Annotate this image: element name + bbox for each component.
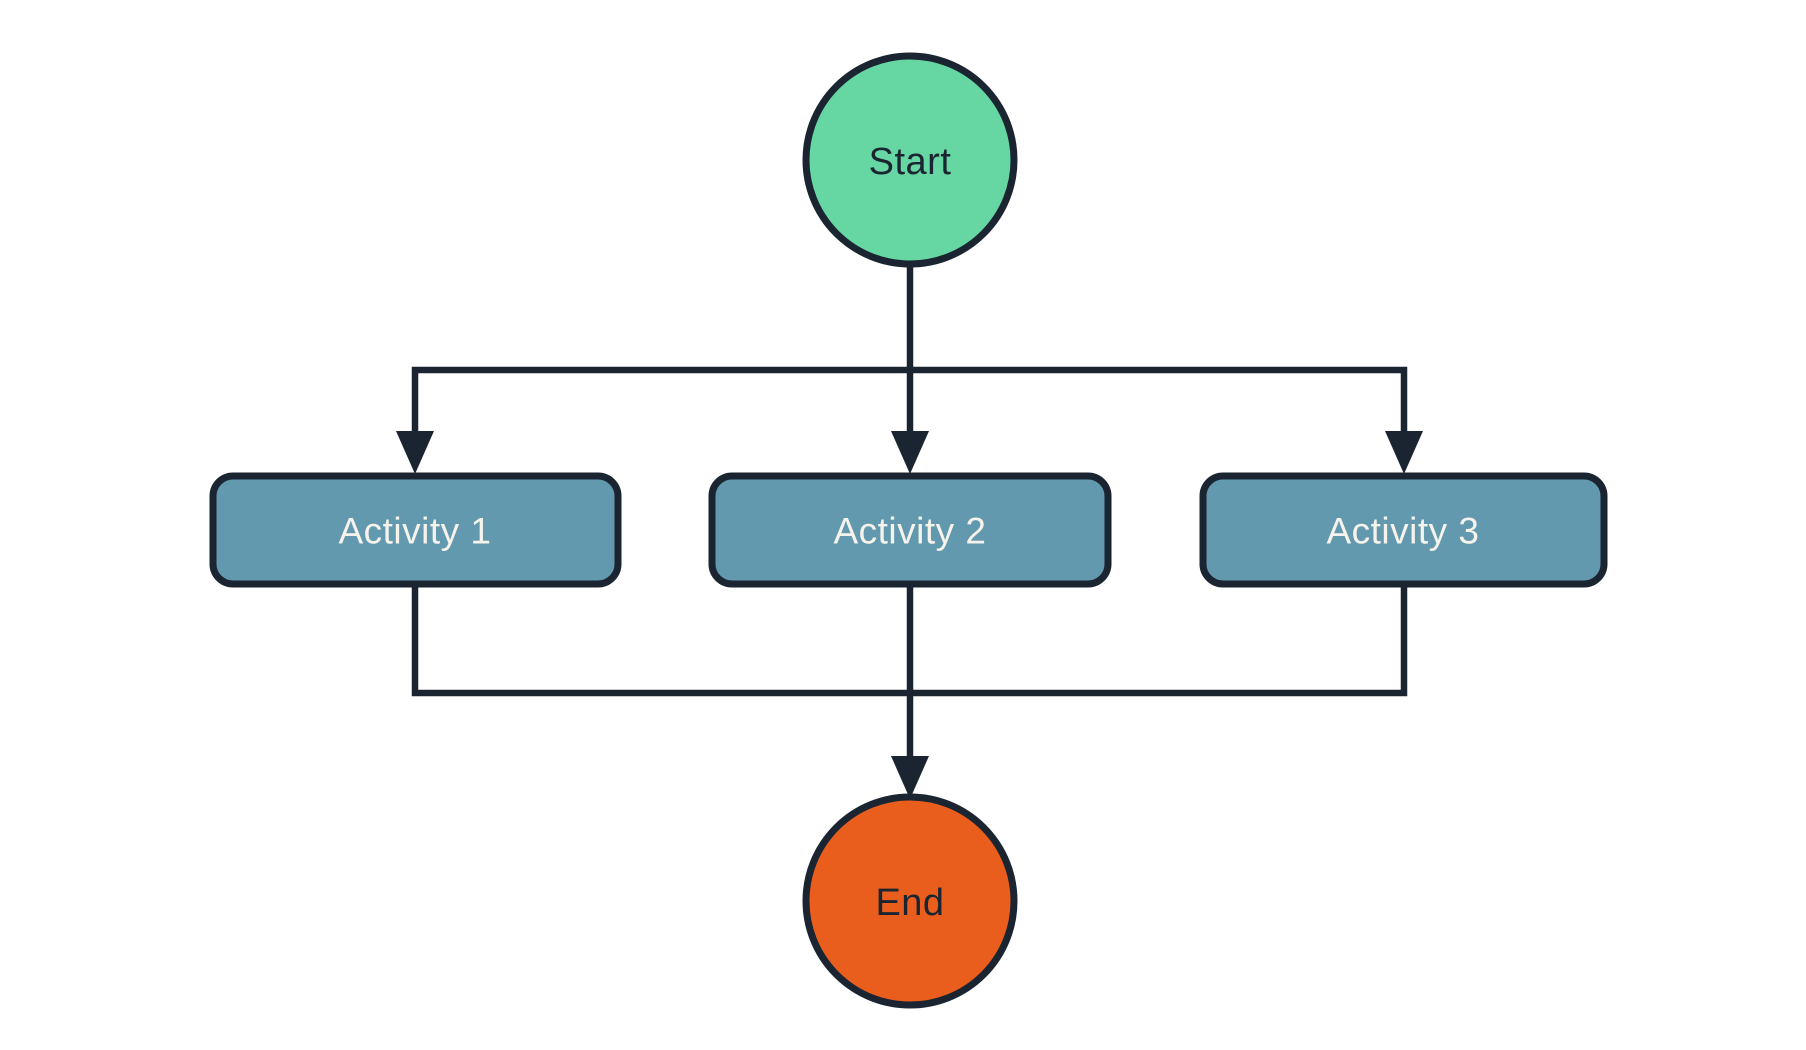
- node-activity2: Activity 2: [708, 472, 1112, 588]
- node-activity1: Activity 1: [209, 472, 622, 588]
- node-start: Start: [802, 52, 1018, 268]
- start-circle: [802, 52, 1018, 268]
- node-end: End: [802, 793, 1018, 1009]
- node-activity3: Activity 3: [1199, 472, 1608, 588]
- edge-layer: [396, 266, 1423, 799]
- arrowhead-into-end-icon: [891, 756, 929, 799]
- start-label: Start: [869, 141, 952, 183]
- arrowhead-into-activity2-icon: [891, 431, 929, 474]
- activity1-box: [209, 472, 622, 588]
- arrowhead-into-activity1-icon: [396, 431, 434, 474]
- activity3-box: [1199, 472, 1608, 588]
- end-circle: [802, 793, 1018, 1009]
- activity3-label: Activity 3: [1326, 511, 1479, 552]
- activity2-box: [708, 472, 1112, 588]
- end-label: End: [875, 882, 944, 924]
- edge-start-branch: [411, 366, 1408, 434]
- arrowhead-into-activity3-icon: [1385, 431, 1423, 474]
- activity1-label: Activity 1: [338, 511, 491, 552]
- activity2-label: Activity 2: [833, 511, 986, 552]
